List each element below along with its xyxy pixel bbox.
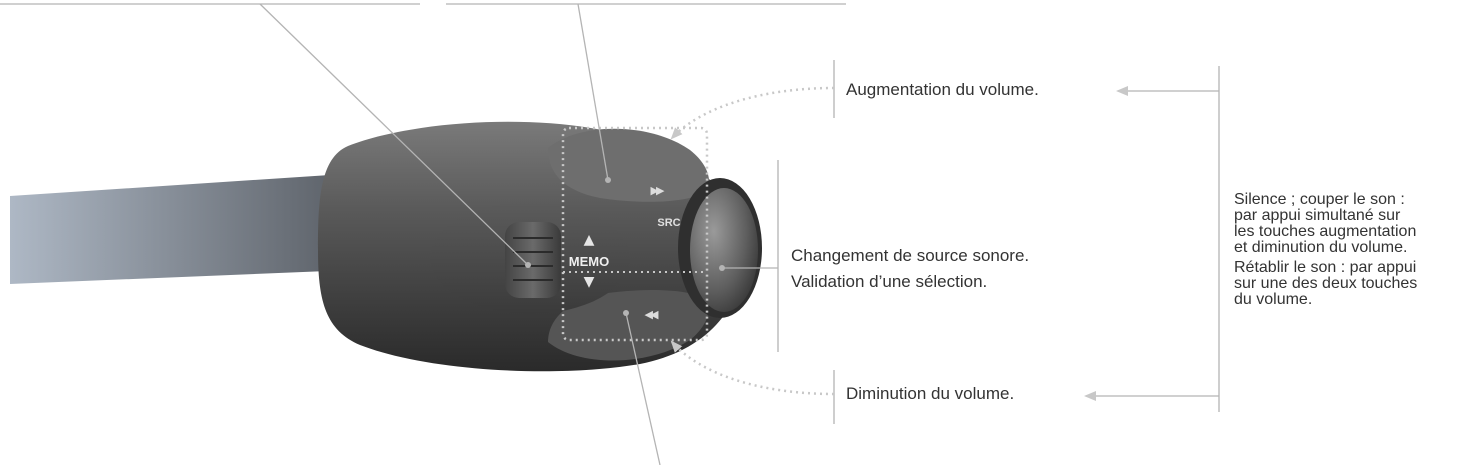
- dotted-arrow-volume-up: [670, 86, 835, 140]
- dotted-arrow-volume-down: [670, 340, 835, 396]
- stalk-arm: [10, 174, 352, 284]
- src-label: SRC: [657, 217, 680, 229]
- src-button[interactable]: [690, 188, 758, 312]
- memo-up-arrow: ▲: [584, 232, 595, 248]
- mute-line: et diminution du volume.: [1234, 239, 1408, 256]
- memo-down-arrow: ▼: [584, 274, 595, 290]
- label-volume-up: Augmentation du volume.: [846, 80, 1039, 99]
- dot-volume-up: [605, 177, 611, 183]
- leader-volume-up: [577, 3, 609, 181]
- unmute-line: Rétablir le son : par appui: [1234, 259, 1417, 276]
- mute-line: les touches augmentation: [1234, 223, 1417, 240]
- button-zone-outline: [561, 126, 709, 342]
- dot-wheel: [525, 262, 531, 268]
- scroll-wheel[interactable]: [505, 222, 561, 298]
- memo-label[interactable]: MEMO: [569, 254, 609, 269]
- leader-wheel: [259, 3, 529, 266]
- volume-up-button[interactable]: [548, 128, 710, 202]
- dot-volume-down: [623, 310, 629, 316]
- unmute-line: du volume.: [1234, 291, 1313, 308]
- mute-line: par appui simultané sur: [1234, 207, 1401, 224]
- label-validate: Validation d’une sélection.: [791, 272, 988, 291]
- unmute-line: sur une des deux touches: [1234, 275, 1418, 292]
- label-volume-down: Diminution du volume.: [846, 384, 1015, 403]
- leader-volume-down: [625, 312, 661, 465]
- dot-src: [719, 265, 725, 271]
- mute-line: Silence ; couper le son :: [1234, 191, 1405, 208]
- label-source-change: Changement de source sonore.: [791, 246, 1030, 265]
